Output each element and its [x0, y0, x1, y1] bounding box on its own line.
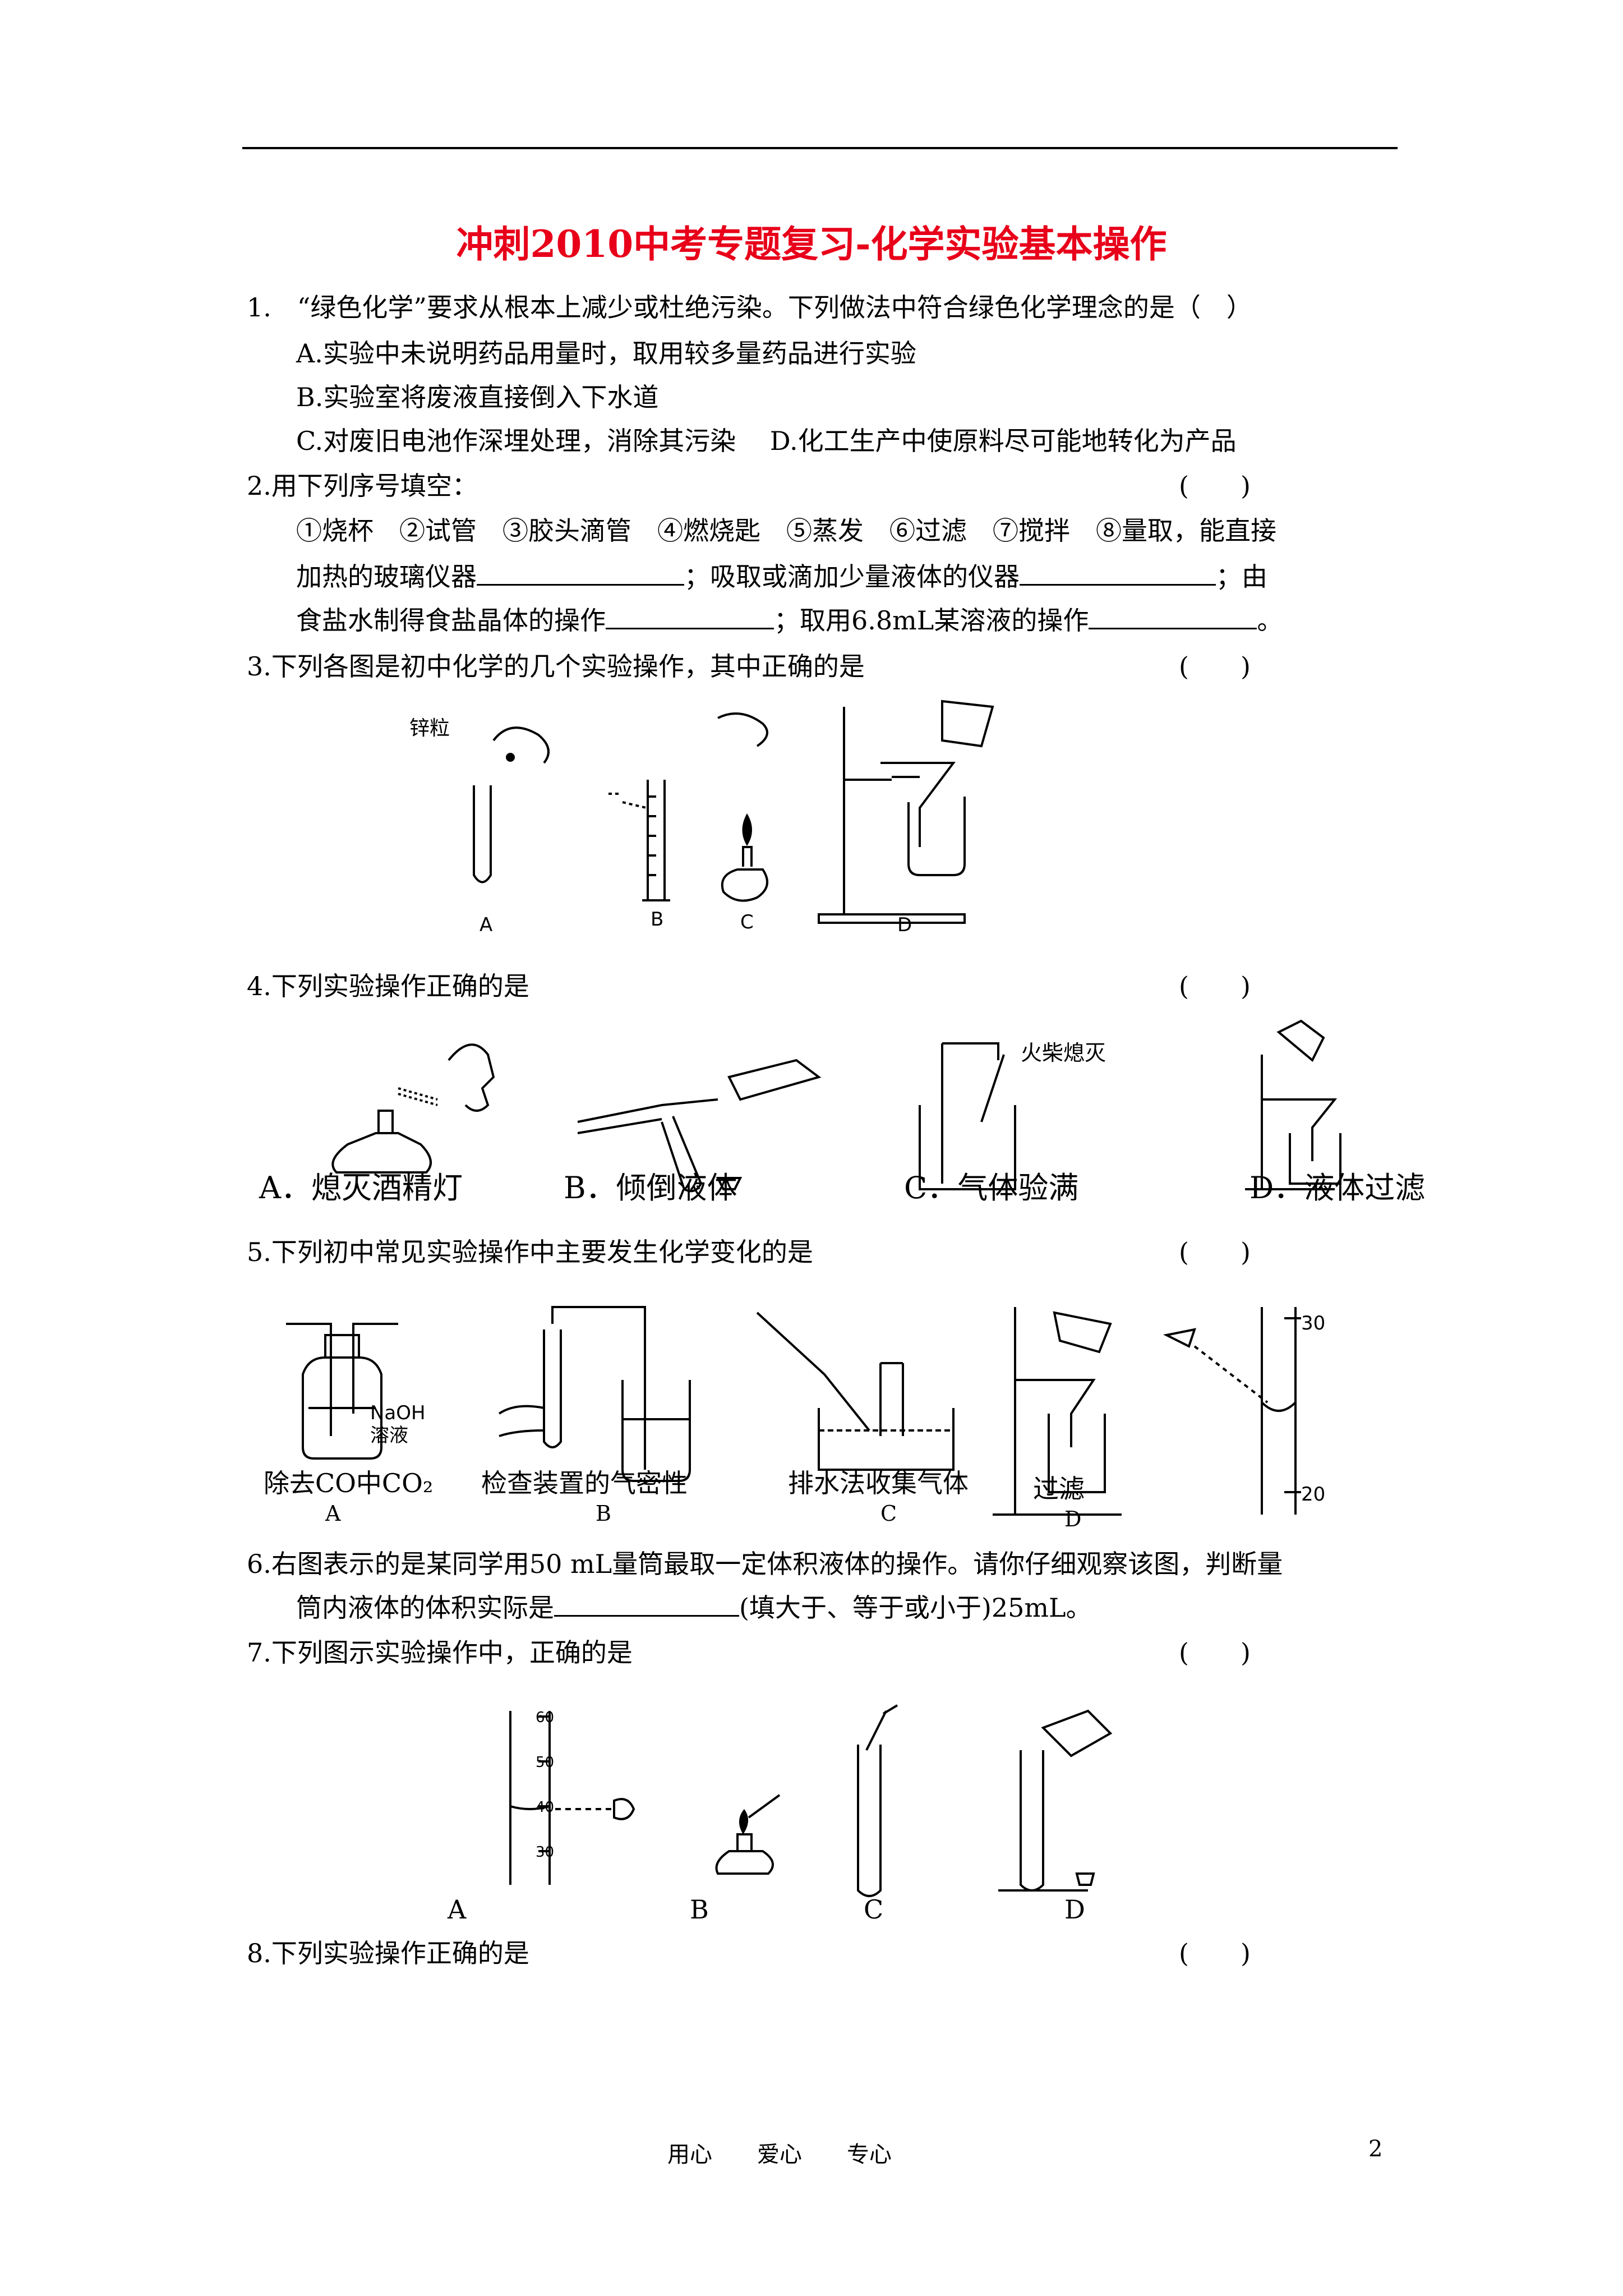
- q2-line3-text-b: ；取用6.8mL某溶液的操作: [774, 605, 1089, 636]
- q7-a-cylinder-reading-icon: [509, 1711, 635, 1885]
- q7-label-c: C: [864, 1894, 884, 1925]
- q5-figure: NaOH 溶液 30 20: [286, 1306, 1325, 1516]
- q4-caption-a: A．熄灭酒精灯: [259, 1170, 463, 1205]
- q3-label-c: C: [740, 911, 754, 933]
- q7-b-lighting-lamp-icon: [715, 1794, 781, 1875]
- q5-scale-top: 30: [1301, 1312, 1325, 1335]
- q4-d-filtration-icon: [1245, 1019, 1341, 1190]
- q1-option-b: B.实验室将废液直接倒入下水道: [296, 382, 659, 412]
- q1-stem: 1. “绿色化学”要求从根本上减少或杜绝污染。下列做法中符合绿色化学理念的是（ …: [247, 292, 1252, 323]
- q4-stem: 4.下列实验操作正确的是: [247, 971, 529, 1001]
- q5-label-a: A: [325, 1501, 341, 1526]
- q2-blank-2[interactable]: [1020, 562, 1216, 586]
- q4-answer-paren: ( ): [1179, 971, 1251, 1001]
- q5-caption-a: 除去CO中CO₂: [264, 1468, 434, 1498]
- q3-label-b: B: [651, 908, 663, 931]
- q2-line2-text-a: 加热的玻璃仪器: [296, 562, 477, 592]
- page-title: 冲刺2010中考专题复习-化学实验基本操作: [456, 222, 1167, 266]
- q5-answer-paren: ( ): [1179, 1237, 1251, 1267]
- q2-blank-1[interactable]: [477, 562, 684, 586]
- q3-stem: 3.下列各图是初中化学的几个实验操作，其中正确的是: [247, 651, 865, 682]
- q3-figure: 锌粒 A B C D: [409, 700, 994, 936]
- q2-blank-3[interactable]: [606, 605, 774, 629]
- q2-line2: 加热的玻璃仪器 ；吸取或滴加少量液体的仪器 ；由: [296, 561, 1267, 592]
- q8-answer-paren: ( ): [1179, 1938, 1251, 1968]
- q7-label-a: A: [448, 1894, 467, 1925]
- q6-line1: 6.右图表示的是某同学用50 mL量筒最取一定体积液体的操作。请你仔细观察该图，…: [247, 1549, 1283, 1579]
- q3-label-a: A: [479, 914, 492, 936]
- q7-d-pour-into-tube-icon: [998, 1709, 1113, 1892]
- q5-naoh-label: NaOH: [370, 1402, 426, 1424]
- q6-line2: 筒内液体的体积实际是 (填大于、等于或小于)25mL。: [296, 1592, 1092, 1623]
- q4-c-gas-full-check-icon: [919, 1042, 1016, 1190]
- q3-d-filtration-icon: [818, 700, 994, 924]
- header-rule: [242, 147, 1398, 149]
- q1-option-a: A.实验中未说明药品用量时，取用较多量药品进行实验: [296, 338, 916, 369]
- q5-a-gas-washing-bottle-icon: [286, 1323, 398, 1460]
- q8-stem: 8.下列实验操作正确的是: [247, 1938, 529, 1968]
- q5-caption-c: 排水法收集气体: [788, 1468, 969, 1498]
- q5-label-d: D: [1064, 1507, 1082, 1531]
- q5-b-airtightness-icon: [498, 1306, 691, 1482]
- q5-d-filtration-icon: [993, 1307, 1122, 1516]
- q7-answer-paren: ( ): [1179, 1637, 1251, 1668]
- q7-c-dropper-icon: [857, 1704, 898, 1897]
- q6-line2-text-a: 筒内液体的体积实际是: [296, 1593, 554, 1623]
- q5-label-b: B: [596, 1501, 611, 1526]
- q2-line1: ①烧杯 ②试管 ③胶头滴管 ④燃烧匙 ⑤蒸发 ⑥过滤 ⑦搅拌 ⑧量取，能直接: [296, 516, 1276, 546]
- q7-figure: 60 50 40 30: [509, 1704, 1113, 1897]
- q5-label-c: C: [880, 1501, 897, 1526]
- q5-solution-label: 溶液: [370, 1424, 408, 1447]
- page-number: 2: [1368, 2136, 1383, 2162]
- q5-scale-bottom: 20: [1301, 1483, 1325, 1506]
- q2-line3-text-c: 。: [1257, 605, 1283, 636]
- q2-line2-text-b: ；吸取或滴加少量液体的仪器: [684, 562, 1020, 592]
- q5-stem: 5.下列初中常见实验操作中主要发生化学变化的是: [247, 1237, 813, 1267]
- q2-answer-paren: ( ): [1179, 471, 1251, 501]
- q2-line3-text-a: 食盐水制得食盐晶体的操作: [296, 605, 606, 636]
- q4-a-blow-lamp-icon: [331, 1043, 495, 1174]
- q4-caption-c: C．气体验满: [904, 1170, 1079, 1205]
- q2-blank-4[interactable]: [1089, 605, 1257, 629]
- q3-c-alcohol-lamp-icon: [717, 712, 768, 902]
- q7-scale-50: 50: [536, 1754, 554, 1771]
- q5-meniscus-eye-icon: [1163, 1307, 1301, 1515]
- q6-line2-text-b: (填大于、等于或小于)25mL。: [739, 1593, 1092, 1623]
- q4-figure: 火柴熄灭: [331, 1019, 1341, 1193]
- q4-b-pour-liquid-icon: [577, 1059, 822, 1193]
- q7-scale-30: 30: [536, 1844, 554, 1861]
- q4-match-label: 火柴熄灭: [1021, 1041, 1106, 1065]
- q3-label-d: D: [897, 914, 912, 936]
- q3-answer-paren: ( ): [1179, 651, 1251, 682]
- q5-caption-d: 过滤: [1033, 1474, 1085, 1504]
- q7-stem: 7.下列图示实验操作中，正确的是: [247, 1637, 633, 1668]
- q3-a-test-tube-icon: [473, 726, 550, 884]
- q2-stem: 2.用下列序号填空：: [247, 471, 478, 501]
- q3-b-cylinder-icon: [608, 780, 670, 901]
- footer-motto: 用心 爱心 专心: [667, 2142, 892, 2168]
- q6-blank[interactable]: [554, 1593, 739, 1617]
- q2-line3: 食盐水制得食盐晶体的操作 ；取用6.8mL某溶液的操作 。: [296, 605, 1283, 636]
- q5-caption-b: 检查装置的气密性: [481, 1468, 688, 1498]
- q4-caption-d: D．液体过滤: [1249, 1170, 1426, 1205]
- q7-scale-60: 60: [536, 1709, 554, 1726]
- q1-option-cd: C.对废旧电池作深埋处理，消除其污染 D.化工生产中使原料尽可能地转化为产品: [296, 426, 1237, 456]
- q7-label-d: D: [1064, 1894, 1085, 1925]
- q5-c-water-collection-icon: [756, 1312, 955, 1471]
- q2-line2-text-c: ；由: [1216, 562, 1267, 592]
- q4-caption-b: B．倾倒液体: [564, 1170, 737, 1205]
- q3-zinc-label: 锌粒: [409, 717, 450, 740]
- q7-scale-40: 40: [536, 1799, 554, 1816]
- q7-label-b: B: [690, 1894, 709, 1925]
